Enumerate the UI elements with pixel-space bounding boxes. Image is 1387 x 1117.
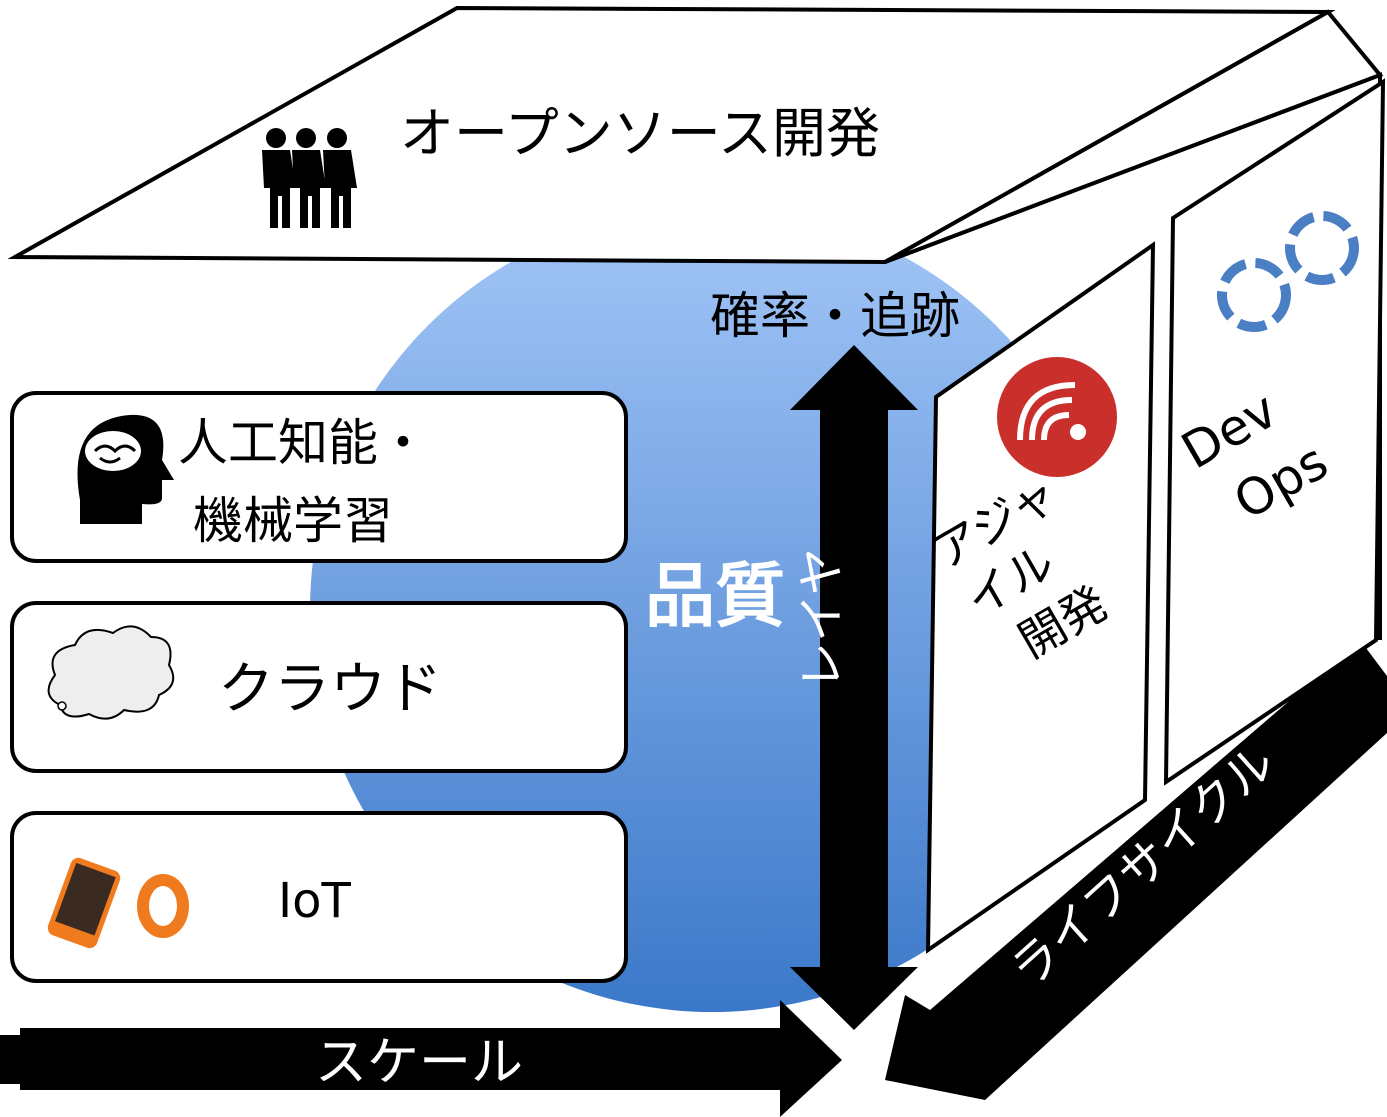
ai-label-line-2: 機械学習 bbox=[193, 492, 393, 550]
quality-label: 品質 bbox=[645, 555, 785, 637]
layer-box-iot bbox=[10, 811, 628, 983]
cube-right-top-face bbox=[884, 9, 1384, 264]
tracking-label: 確率・追跡 bbox=[710, 287, 960, 345]
agile-swirl-icon bbox=[997, 357, 1117, 477]
open-source-label: オープンソース開発 bbox=[400, 102, 880, 165]
scale-axis-arrow bbox=[0, 1000, 842, 1117]
lifecycle-axis-arrow bbox=[885, 640, 1387, 1100]
devops-panel bbox=[1163, 78, 1386, 786]
devops-cycle-icon bbox=[1217, 211, 1359, 332]
scale-axis-label: スケール bbox=[315, 1033, 523, 1093]
iot-label: IoT bbox=[278, 873, 352, 929]
smartphone-smartwatch-icon bbox=[47, 857, 189, 949]
cloud-icon bbox=[47, 625, 175, 720]
brain-head-icon bbox=[77, 414, 174, 524]
layer-box-ai bbox=[10, 391, 628, 563]
layer-axis-arrow bbox=[790, 345, 918, 1030]
people-group-icon bbox=[262, 128, 357, 228]
cloud-label: クラウド bbox=[218, 657, 442, 722]
layer-axis-label: レイヤ bbox=[794, 547, 850, 690]
ai-label-line-1: 人工知能・ bbox=[178, 414, 428, 472]
